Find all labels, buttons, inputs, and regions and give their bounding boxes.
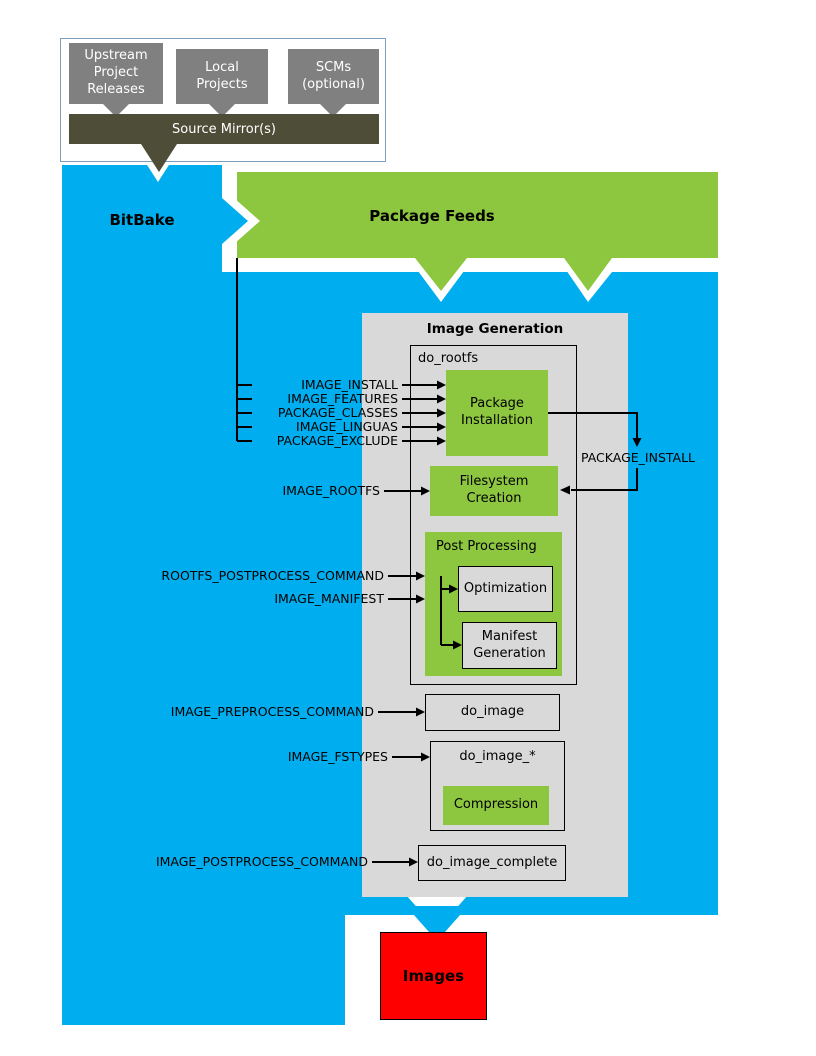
var-package-install: PACKAGE_INSTALL [580,450,696,465]
chevron-tail-icon [209,104,235,117]
do-image-complete-label: do_image_complete [426,854,558,870]
var-image-linguas: IMAGE_LINGUAS [296,419,398,434]
optimization-box: Optimization [458,566,553,612]
var-package-classes: PACKAGE_CLASSES [277,405,398,420]
var-image-rootfs: IMAGE_ROOTFS [282,483,380,498]
do-image-star-label: do_image_* [459,749,536,764]
images-label: Images [402,967,465,985]
manifest-generation-box: Manifest Generation [462,622,557,669]
var-image-install: IMAGE_INSTALL [301,377,398,392]
var-rootfs-postprocess-command: ROOTFS_POSTPROCESS_COMMAND [161,568,384,583]
scms-label: SCMs (optional) [302,59,365,92]
source-mirrors-label: Source Mirror(s) [172,121,276,137]
source-mirrors-panel: Upstream Project Releases Local Projects… [60,38,386,172]
var-image-features: IMAGE_FEATURES [287,391,398,406]
upstream-releases-label: Upstream Project Releases [84,48,148,97]
local-projects-box: Local Projects [176,49,268,104]
bitbake-feeds-arrow-icon [222,198,248,244]
down-arrow-icon [141,144,177,172]
manifest-generation-label: Manifest Generation [473,628,546,661]
package-feeds-banner [237,172,718,291]
local-projects-label: Local Projects [196,59,248,92]
var-package-exclude: PACKAGE_EXCLUDE [276,433,398,448]
var-image-preprocess-command: IMAGE_PREPROCESS_COMMAND [170,704,374,719]
filesystem-creation-label: Filesystem Creation [459,474,529,506]
bitbake-label: BitBake [109,211,175,229]
scms-box: SCMs (optional) [288,49,379,104]
package-feeds-label: Package Feeds [369,207,495,225]
post-processing-label: Post Processing [436,539,537,554]
package-installation-label: Package Installation [460,396,533,428]
compression-label: Compression [453,797,539,813]
package-installation-box: Package Installation [446,370,548,456]
upstream-releases-box: Upstream Project Releases [69,43,163,104]
chevron-tail-icon [103,104,129,117]
chevron-tail-icon [320,104,346,117]
source-mirrors-bar: Source Mirror(s) [69,114,379,144]
optimization-label: Optimization [463,580,548,596]
compression-box: Compression [443,786,549,825]
images-box: Images [380,932,487,1020]
do-image-complete-box: do_image_complete [418,845,566,881]
images-down-arrow-icon [406,906,468,941]
do-image-label: do_image [460,704,525,720]
image-generation-title: Image Generation [426,321,564,337]
var-image-postprocess-command: IMAGE_POSTPROCESS_COMMAND [155,854,368,869]
filesystem-creation-box: Filesystem Creation [430,466,558,516]
var-image-manifest: IMAGE_MANIFEST [274,591,384,606]
var-image-fstypes: IMAGE_FSTYPES [287,749,388,764]
do-image-box: do_image [425,694,560,731]
do-rootfs-label: do_rootfs [418,351,479,366]
